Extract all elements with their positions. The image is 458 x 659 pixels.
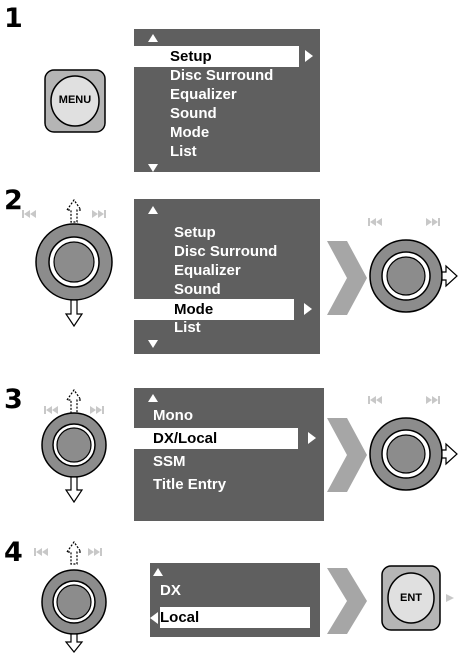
skip-forward-icon (90, 406, 104, 414)
menu-item-label: Mono (153, 407, 193, 424)
skip-forward-icon (92, 210, 106, 218)
step-number-1: 1 (4, 3, 23, 34)
menu-panel-3: Mono DX/Local SSM Title Entry (134, 388, 324, 521)
submenu-arrow-icon (304, 303, 312, 315)
control-dial-icon[interactable] (368, 216, 458, 321)
skip-back-icon (368, 218, 382, 226)
menu-item-label: Mode (170, 124, 210, 141)
skip-forward-icon (426, 218, 440, 226)
skip-back-icon (22, 210, 36, 218)
menu-item-equalizer[interactable]: Equalizer (134, 260, 299, 281)
step-number-4: 4 (4, 537, 23, 568)
skip-back-icon (34, 548, 48, 556)
menu-item-mono[interactable]: Mono (134, 405, 299, 426)
menu-item-disc-surround[interactable]: Disc Surround (134, 65, 299, 86)
scroll-up-icon (148, 206, 158, 214)
menu-item-label: Title Entry (153, 476, 227, 493)
scroll-down-icon (148, 164, 158, 172)
skip-forward-icon (426, 396, 440, 404)
skip-forward-icon (88, 548, 102, 556)
menu-item-label: List (174, 319, 201, 336)
menu-item-label: DX/Local (153, 430, 218, 447)
menu-item-label: Setup (170, 48, 212, 65)
menu-panel-1: Setup Disc Surround Equalizer Sound Mode… (134, 29, 320, 172)
menu-button-label: MENU (58, 94, 92, 106)
menu-item-dx-local[interactable]: DX/Local (134, 428, 298, 449)
menu-panel-2: Setup Disc Surround Equalizer Sound Mode… (134, 199, 320, 354)
menu-item-label: List (170, 143, 197, 160)
submenu-arrow-icon (305, 50, 313, 62)
menu-item-label: Setup (174, 224, 216, 241)
next-arrow-icon (327, 241, 367, 320)
menu-item-mode[interactable]: Mode (134, 299, 294, 320)
menu-item-label: Sound (170, 105, 217, 122)
menu-item-sound[interactable]: Sound (134, 279, 299, 300)
next-arrow-icon (327, 418, 367, 497)
scroll-down-icon (148, 340, 158, 348)
menu-item-label: Disc Surround (174, 243, 278, 260)
control-dial-icon[interactable] (22, 540, 126, 659)
menu-item-equalizer[interactable]: Equalizer (134, 84, 299, 105)
next-arrow-icon (327, 568, 367, 639)
menu-item-setup[interactable]: Setup (134, 46, 299, 67)
submenu-arrow-icon (308, 432, 316, 444)
back-arrow-icon (150, 612, 158, 624)
menu-item-label: Local (160, 609, 200, 626)
menu-item-label: Equalizer (174, 262, 241, 279)
menu-item-ssm[interactable]: SSM (134, 451, 299, 472)
scroll-up-icon (153, 568, 163, 576)
menu-item-label: Mode (174, 301, 214, 318)
control-dial-icon[interactable] (22, 196, 126, 341)
menu-item-mode[interactable]: Mode (134, 122, 299, 143)
menu-item-label: DX (160, 582, 181, 599)
skip-back-icon (368, 396, 382, 404)
menu-item-list[interactable]: List (134, 317, 299, 338)
menu-item-label: Disc Surround (170, 67, 274, 84)
scroll-up-icon (148, 34, 158, 42)
skip-back-icon (44, 406, 58, 414)
menu-panel-4: DX Local (150, 563, 320, 637)
scroll-up-icon (148, 394, 158, 402)
control-dial-icon[interactable] (22, 386, 126, 513)
menu-item-label: SSM (153, 453, 186, 470)
menu-item-title-entry[interactable]: Title Entry (134, 474, 299, 495)
control-dial-icon[interactable] (368, 392, 458, 507)
step-number-3: 3 (4, 384, 23, 415)
menu-item-label: Sound (174, 281, 221, 298)
menu-item-list[interactable]: List (134, 141, 299, 162)
menu-item-local[interactable]: Local (160, 607, 310, 628)
ent-button-label: ENT (400, 592, 422, 604)
menu-item-label: Equalizer (170, 86, 237, 103)
step-number-2: 2 (4, 185, 23, 216)
ent-button-icon[interactable] (380, 564, 458, 641)
menu-item-sound[interactable]: Sound (134, 103, 299, 124)
menu-item-dx[interactable]: DX (150, 580, 310, 601)
menu-button-icon[interactable] (43, 68, 107, 139)
menu-item-disc-surround[interactable]: Disc Surround (134, 241, 299, 262)
menu-item-setup[interactable]: Setup (134, 222, 299, 243)
